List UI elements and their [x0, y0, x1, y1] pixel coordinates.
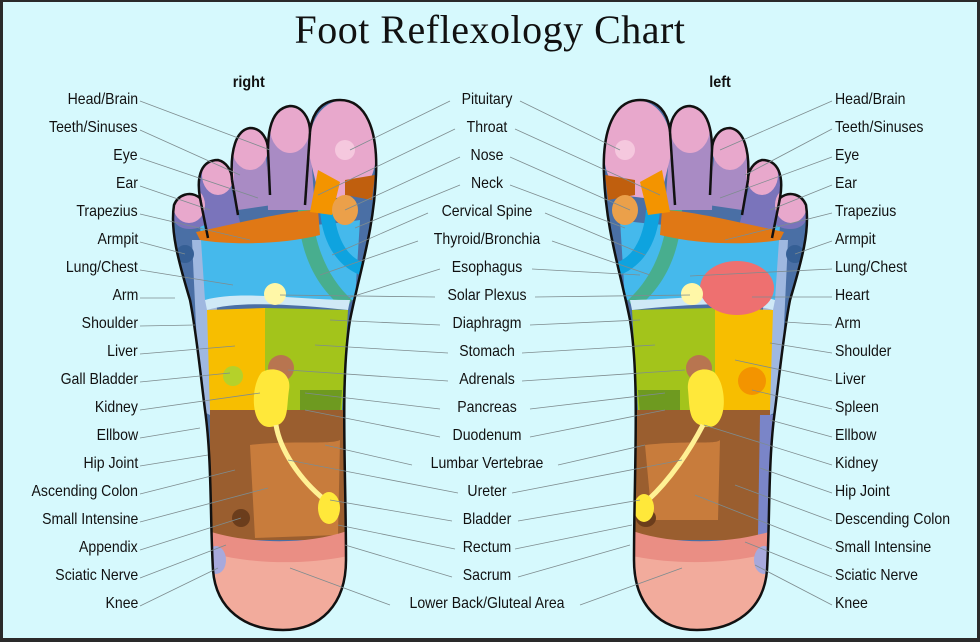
- label-ascending-colon: Ascending Colon: [31, 483, 138, 500]
- label-liver-left: Liver: [835, 371, 866, 388]
- label-lung-chest-left: Lung/Chest: [835, 259, 908, 276]
- label-thyroid-bronchia: Thyroid/Bronchia: [433, 231, 541, 248]
- label-ear-right: Ear: [116, 175, 138, 192]
- label-adrenals: Adrenals: [459, 371, 515, 388]
- left-foot-outline: [602, 98, 809, 632]
- label-rectum: Rectum: [462, 539, 512, 556]
- label-arm-left: Arm: [835, 315, 861, 332]
- feet-illustration: [139, 98, 833, 632]
- label-trapezius-left: Trapezius: [835, 203, 897, 220]
- label-ellbow-right: Ellbow: [96, 427, 138, 444]
- label-knee-left: Knee: [835, 595, 868, 612]
- label-spleen: Spleen: [835, 399, 879, 416]
- label-teeth-sinuses-right: Teeth/Sinuses: [49, 119, 138, 136]
- label-teeth-sinuses-left: Teeth/Sinuses: [835, 119, 924, 136]
- label-eye-right: Eye: [113, 147, 138, 164]
- label-kidney-right: Kidney: [94, 399, 138, 416]
- label-trapezius-right: Trapezius: [76, 203, 138, 220]
- label-head-brain-left: Head/Brain: [835, 91, 906, 108]
- label-knee-right: Knee: [105, 595, 138, 612]
- label-pancreas: Pancreas: [457, 399, 517, 416]
- label-pituitary: Pituitary: [461, 91, 513, 108]
- label-cervical-spine: Cervical Spine: [441, 203, 533, 220]
- label-small-intestine-left: Small Intensine: [835, 539, 932, 556]
- label-head-brain-right: Head/Brain: [67, 91, 138, 108]
- label-arm-right: Arm: [112, 287, 138, 304]
- label-sciatic-nerve-right: Sciatic Nerve: [55, 567, 138, 584]
- label-gall-bladder-right: Gall Bladder: [60, 371, 138, 388]
- label-armpit-right: Armpit: [97, 231, 138, 248]
- left-foot: [603, 100, 808, 630]
- label-eye-left: Eye: [835, 147, 860, 164]
- label-small-intestine-right: Small Intensine: [41, 511, 138, 528]
- right-foot: [172, 100, 377, 630]
- label-hip-joint-left: Hip Joint: [835, 483, 890, 500]
- label-appendix: Appendix: [79, 539, 138, 556]
- label-diaphragm: Diaphragm: [452, 315, 522, 332]
- label-ureter: Ureter: [467, 483, 507, 500]
- label-shoulder-right: Shoulder: [81, 315, 138, 332]
- label-shoulder-left: Shoulder: [835, 343, 892, 360]
- reflexology-chart: Foot Reflexology Chart right left: [3, 2, 977, 638]
- label-stomach: Stomach: [459, 343, 515, 360]
- label-lung-chest-right: Lung/Chest: [65, 259, 138, 276]
- chart-title: Foot Reflexology Chart: [294, 7, 686, 52]
- leader-lines: [139, 100, 833, 607]
- label-esophagus: Esophagus: [451, 259, 523, 276]
- label-solar-plexus: Solar Plexus: [447, 287, 527, 304]
- label-bladder: Bladder: [462, 511, 512, 528]
- left-foot-label: left: [709, 74, 731, 91]
- right-foot-label: right: [232, 74, 265, 91]
- label-kidney-left: Kidney: [835, 455, 879, 472]
- label-nose: Nose: [470, 147, 504, 164]
- label-hip-joint-right: Hip Joint: [83, 455, 138, 472]
- label-armpit-left: Armpit: [835, 231, 876, 248]
- label-neck: Neck: [470, 175, 504, 192]
- label-ear-left: Ear: [835, 175, 857, 192]
- label-heart: Heart: [835, 287, 870, 304]
- label-ellbow-left: Ellbow: [835, 427, 877, 444]
- label-lumbar-vertebrae: Lumbar Vertebrae: [430, 455, 544, 472]
- label-descending-colon: Descending Colon: [835, 511, 951, 528]
- label-sciatic-nerve-left: Sciatic Nerve: [835, 567, 918, 584]
- label-throat: Throat: [466, 119, 508, 136]
- label-duodenum: Duodenum: [452, 427, 522, 444]
- label-lower-back-gluteal: Lower Back/Gluteal Area: [409, 595, 565, 612]
- label-liver-right: Liver: [107, 343, 138, 360]
- label-sacrum: Sacrum: [462, 567, 512, 584]
- right-foot-outline: [171, 98, 378, 632]
